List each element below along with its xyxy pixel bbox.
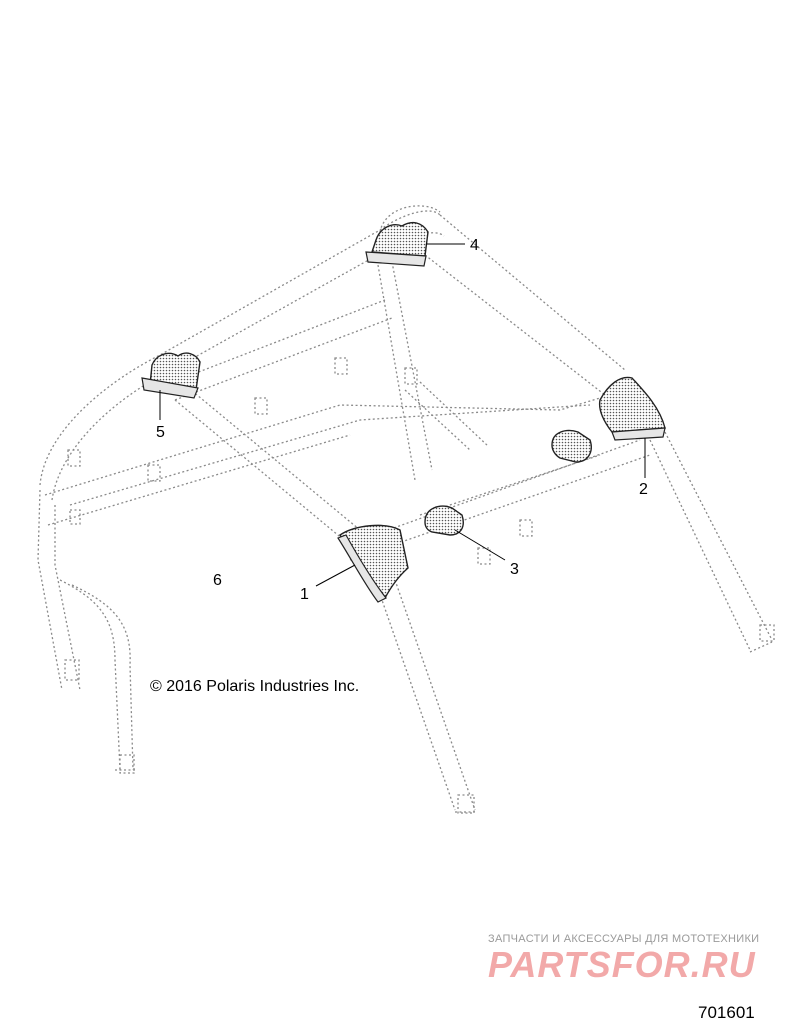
roll-cage-frame	[37, 205, 775, 814]
callout-6: 6	[213, 572, 222, 589]
copyright-notice: © 2016 Polaris Industries Inc.	[150, 678, 360, 695]
diagram-number: 701601	[698, 1003, 755, 1022]
callout-2: 2	[639, 481, 648, 498]
leader-lines	[159, 243, 646, 587]
watermark-tagline: ЗАПЧАСТИ И АКСЕССУАРЫ ДЛЯ МОТОТЕХНИКИ	[488, 933, 760, 945]
part-1-gusset	[337, 524, 409, 603]
callout-4: 4	[470, 237, 479, 254]
callout-3: 3	[510, 561, 519, 578]
part-2-gusset	[598, 376, 666, 441]
part-5-gusset	[141, 352, 201, 399]
watermark-logo: PARTSFOR.RU	[488, 944, 756, 985]
part-3-clamps	[424, 429, 592, 536]
callout-1: 1	[300, 586, 309, 603]
callout-5: 5	[156, 424, 165, 441]
part-4-gusset	[365, 221, 429, 267]
callout-labels: 1 2 3 4 5 6	[156, 237, 648, 603]
